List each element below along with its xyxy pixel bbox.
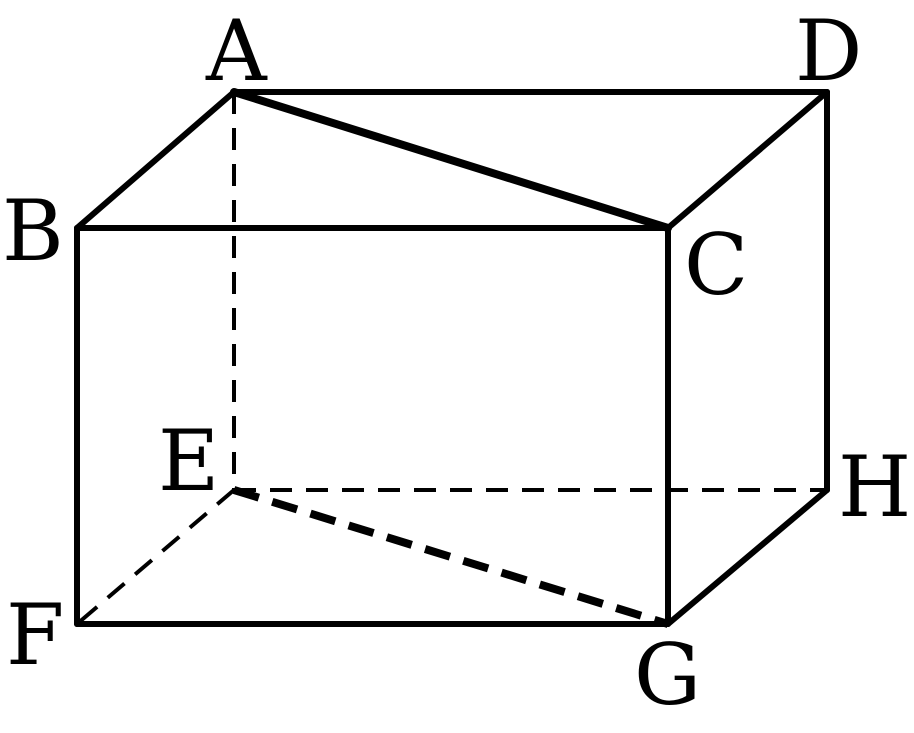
edge-a-b [74,89,237,231]
edge-d-c [665,89,830,231]
vertex-label-c: C [684,216,748,314]
vertex-label-g: G [634,626,701,724]
vertex-label-h: H [838,438,911,536]
edge-g-h [665,487,830,627]
segment-e-g [232,486,670,628]
vertex-label-b: B [2,182,64,280]
segment-a-c [230,88,672,232]
edge-e-f [75,488,236,626]
vertex-label-f: F [6,586,64,684]
vertex-label-e: E [158,412,219,510]
vertex-label-d: D [795,2,862,100]
vertex-label-a: A [205,2,268,100]
